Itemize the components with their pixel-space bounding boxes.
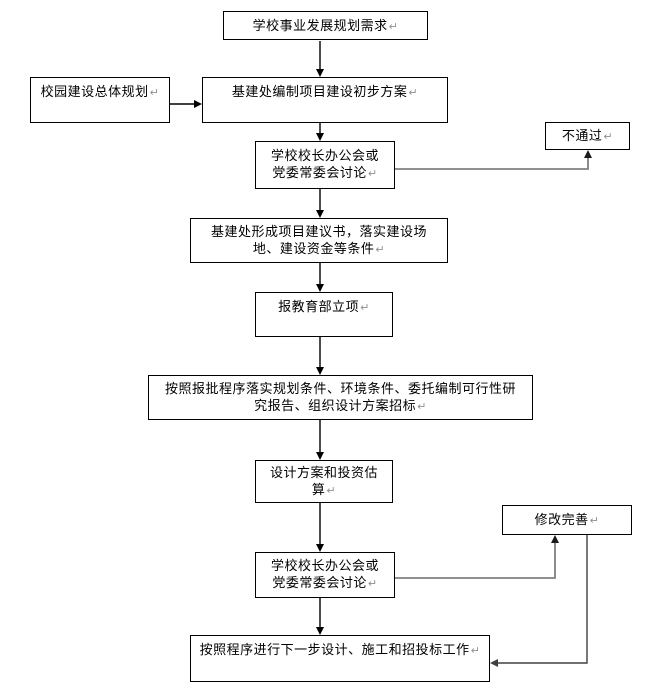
paragraph-mark-icon: ↵ xyxy=(375,243,386,256)
arrow-disc2-to-next xyxy=(316,598,324,635)
paragraph-mark-icon: ↵ xyxy=(408,87,419,99)
node-proposal-label2: 地、建设资金等条件↵ xyxy=(252,240,386,256)
node-campus-plan: 校园建设总体规划↵ xyxy=(30,77,170,123)
node-not-pass: 不通过↵ xyxy=(545,122,630,150)
node-proposal-label: 基建处形成项目建议书，落实建设场 xyxy=(210,223,427,239)
node-moe-approval-label: 报教育部立项↵ xyxy=(278,299,370,314)
node-approval-procedure-label2: 究报告、组织设计方案招标↵ xyxy=(254,397,427,413)
node-draft-plan-label: 基建处编制项目建设初步方案↵ xyxy=(231,84,419,99)
arrow-demand-to-draft xyxy=(316,41,324,77)
arrow-disc1-to-proposal xyxy=(316,189,324,218)
paragraph-mark-icon: ↵ xyxy=(470,645,481,657)
node-approval-procedure-label: 按照报批程序落实规划条件、环境条件、委托编制可行性研 xyxy=(164,380,516,396)
arrow-procedure-to-design xyxy=(316,420,324,460)
node-discussion-1-label: 学校校长办公会或 xyxy=(270,148,379,163)
node-modify-label: 修改完善↵ xyxy=(534,512,600,527)
node-demand-label: 学校事业发展规划需求↵ xyxy=(252,18,399,33)
node-discussion-1: 学校校长办公会或 党委常委会讨论↵ xyxy=(255,141,395,189)
node-campus-plan-label: 校园建设总体规划↵ xyxy=(40,84,160,99)
paragraph-mark-icon: ↵ xyxy=(367,578,378,590)
node-approval-procedure: 按照报批程序落实规划条件、环境条件、委托编制可行性研 究报告、组织设计方案招标↵ xyxy=(148,375,533,420)
arrow-disc2-to-modify xyxy=(395,535,559,579)
node-demand: 学校事业发展规划需求↵ xyxy=(223,11,428,40)
node-proposal: 基建处形成项目建议书，落实建设场 地、建设资金等条件↵ xyxy=(190,218,448,263)
node-discussion-2-label: 学校校长办公会或 xyxy=(270,558,379,573)
node-draft-plan: 基建处编制项目建设初步方案↵ xyxy=(202,77,448,123)
arrow-moe-to-procedure xyxy=(316,337,324,375)
paragraph-mark-icon: ↵ xyxy=(367,168,378,180)
arrow-campus-to-draft xyxy=(170,100,202,108)
node-design-estimate: 设计方案和投资估 算↵ xyxy=(255,460,393,503)
paragraph-mark-icon: ↵ xyxy=(149,87,160,99)
node-next-steps-label: 按照程序进行下一步设计、施工和招投标工作↵ xyxy=(199,642,481,657)
node-modify: 修改完善↵ xyxy=(502,505,632,535)
node-discussion-2-label2: 党委常委会讨论↵ xyxy=(272,575,378,590)
paragraph-mark-icon: ↵ xyxy=(326,484,337,497)
node-design-estimate-label: 设计方案和投资估 xyxy=(269,464,378,480)
paragraph-mark-icon: ↵ xyxy=(603,131,614,143)
arrow-disc1-to-notpass xyxy=(395,150,592,170)
paragraph-mark-icon: ↵ xyxy=(388,21,399,33)
paragraph-mark-icon: ↵ xyxy=(417,400,427,413)
paragraph-mark-icon: ↵ xyxy=(589,515,600,527)
node-discussion-1-label2: 党委常委会讨论↵ xyxy=(272,165,378,180)
node-not-pass-label: 不通过↵ xyxy=(561,128,614,143)
node-discussion-2: 学校校长办公会或 党委常委会讨论↵ xyxy=(255,552,395,598)
arrow-draft-to-disc1 xyxy=(316,123,324,141)
arrow-design-to-disc2 xyxy=(316,503,324,552)
node-next-steps: 按照程序进行下一步设计、施工和招投标工作↵ xyxy=(190,635,490,682)
arrow-modify-to-next xyxy=(490,535,588,667)
node-design-estimate-label2: 算↵ xyxy=(311,481,337,497)
node-moe-approval: 报教育部立项↵ xyxy=(255,292,393,337)
arrow-proposal-to-moe xyxy=(316,263,324,292)
paragraph-mark-icon: ↵ xyxy=(360,302,370,314)
